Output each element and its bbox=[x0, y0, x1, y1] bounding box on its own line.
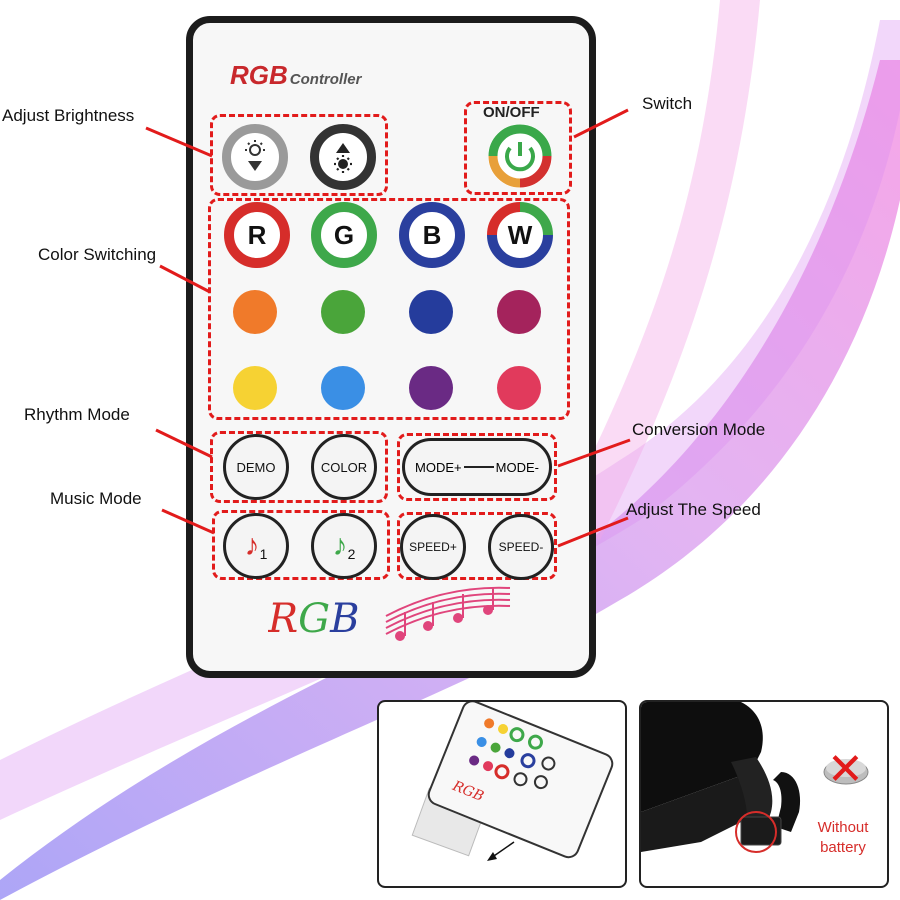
mode-minus-label: MODE- bbox=[495, 459, 539, 475]
green-button[interactable]: G bbox=[311, 202, 377, 268]
color-button[interactable]: COLOR bbox=[311, 434, 377, 500]
without-battery-line2: battery bbox=[820, 839, 866, 856]
swatch-green[interactable] bbox=[321, 290, 365, 334]
without-battery-line1: Without bbox=[817, 819, 869, 836]
power-icon bbox=[488, 124, 552, 188]
swatch-pink-red[interactable] bbox=[497, 366, 541, 410]
swatch-light-blue[interactable] bbox=[321, 366, 365, 410]
blue-button[interactable]: B bbox=[399, 202, 465, 268]
power-button[interactable] bbox=[488, 124, 552, 188]
demo-button[interactable]: DEMO bbox=[223, 434, 289, 500]
music-2-number: 2 bbox=[347, 546, 356, 562]
brightness-down-button[interactable] bbox=[222, 124, 288, 190]
brand-controller-text: Controller bbox=[289, 71, 362, 88]
inset-remote-pull-tab: RGB bbox=[377, 700, 627, 888]
conversion-group bbox=[397, 433, 557, 501]
music-mode-1-button[interactable]: ♪ 1 bbox=[223, 513, 289, 579]
onoff-label: ON/OFF bbox=[483, 104, 540, 121]
music-note-green-icon: ♪ bbox=[332, 529, 348, 562]
label-rhythm-mode: Rhythm Mode bbox=[24, 405, 130, 424]
label-switch: Switch bbox=[642, 94, 693, 113]
white-button-label: W bbox=[507, 219, 533, 250]
mode-button[interactable]: MODE+ MODE- bbox=[402, 438, 552, 496]
mode-plus-label: MODE+ bbox=[415, 459, 462, 475]
speed-minus-button[interactable]: SPEED- bbox=[488, 514, 554, 580]
music-1-number: 1 bbox=[259, 546, 268, 562]
remote-tilted-illustration: RGB bbox=[411, 702, 614, 861]
bottom-logo-text: RGB bbox=[268, 596, 360, 642]
no-battery-x-icon: ✕ bbox=[827, 745, 864, 794]
label-music-mode: Music Mode bbox=[50, 489, 142, 508]
brightness-down-icon bbox=[245, 140, 265, 171]
inset-battery-compartment: ✕ Without battery bbox=[639, 700, 889, 888]
white-ring-icon bbox=[487, 202, 553, 268]
switch-group bbox=[464, 101, 572, 195]
brightness-up-icon bbox=[334, 143, 352, 173]
bottom-rgb-logo: RGB bbox=[268, 596, 359, 642]
swatch-magenta[interactable] bbox=[497, 290, 541, 334]
white-button[interactable]: W bbox=[487, 202, 553, 268]
brightness-up-button[interactable] bbox=[310, 124, 376, 190]
label-conversion-mode: Conversion Mode bbox=[632, 420, 766, 439]
label-adjust-speed: Adjust The Speed bbox=[626, 500, 761, 519]
music-note-red-icon: ♪ bbox=[244, 529, 260, 562]
color-group bbox=[208, 198, 570, 420]
swatch-yellow[interactable] bbox=[233, 366, 277, 410]
swatch-purple[interactable] bbox=[409, 366, 453, 410]
battery-compartment-illustration bbox=[641, 702, 869, 853]
rhythm-group bbox=[210, 431, 388, 503]
label-color-switching: Color Switching bbox=[38, 245, 157, 264]
swatch-dark-blue[interactable] bbox=[409, 290, 453, 334]
brand-rgb-text: RGB bbox=[230, 60, 288, 90]
speed-group bbox=[397, 512, 557, 580]
music-notes-decoration bbox=[385, 586, 511, 641]
brand-logo-top: RGB Controller bbox=[230, 60, 361, 91]
label-adjust-brightness: Adjust Brightness bbox=[2, 106, 135, 125]
without-battery-note: Without battery bbox=[803, 818, 883, 858]
swatch-orange[interactable] bbox=[233, 290, 277, 334]
music-group bbox=[212, 510, 390, 580]
red-button[interactable]: R bbox=[224, 202, 290, 268]
music-mode-2-button[interactable]: ♪ 2 bbox=[311, 513, 377, 579]
speed-plus-button[interactable]: SPEED+ bbox=[400, 514, 466, 580]
mode-divider bbox=[463, 466, 494, 468]
